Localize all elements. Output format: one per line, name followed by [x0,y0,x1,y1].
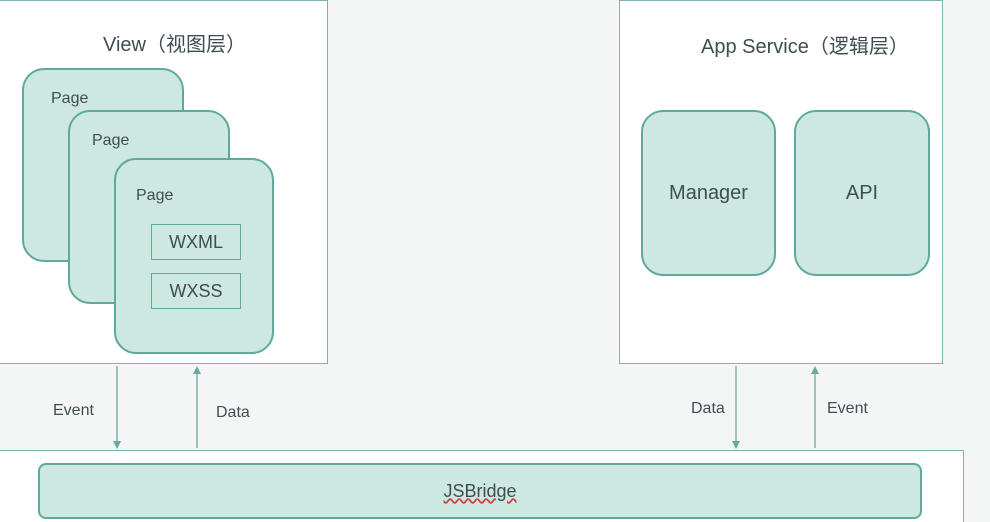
jsbridge-bar: JSBridge [38,463,922,519]
page-label-front: Page [136,187,174,204]
service-data-arrowhead [732,441,740,449]
view-layer-title: View（视图层） [103,34,246,56]
service-event-label: Event [827,400,868,417]
api-module: API [794,110,930,276]
view-event-arrowhead [113,441,121,449]
service-layer-title: App Service（逻辑层） [701,36,909,58]
manager-module: Manager [641,110,776,276]
view-data-label: Data [216,404,250,421]
page-card-front [114,158,274,354]
page-label-middle: Page [92,132,130,149]
page-label-back: Page [51,90,89,107]
service-event-arrowhead [811,366,819,374]
jsbridge-label: JSBridge [443,480,517,501]
view-data-arrowhead [193,366,201,374]
wxss-box: WXSS [151,273,241,309]
service-data-label: Data [691,400,725,417]
wxml-box: WXML [151,224,241,260]
view-event-label: Event [53,402,94,419]
